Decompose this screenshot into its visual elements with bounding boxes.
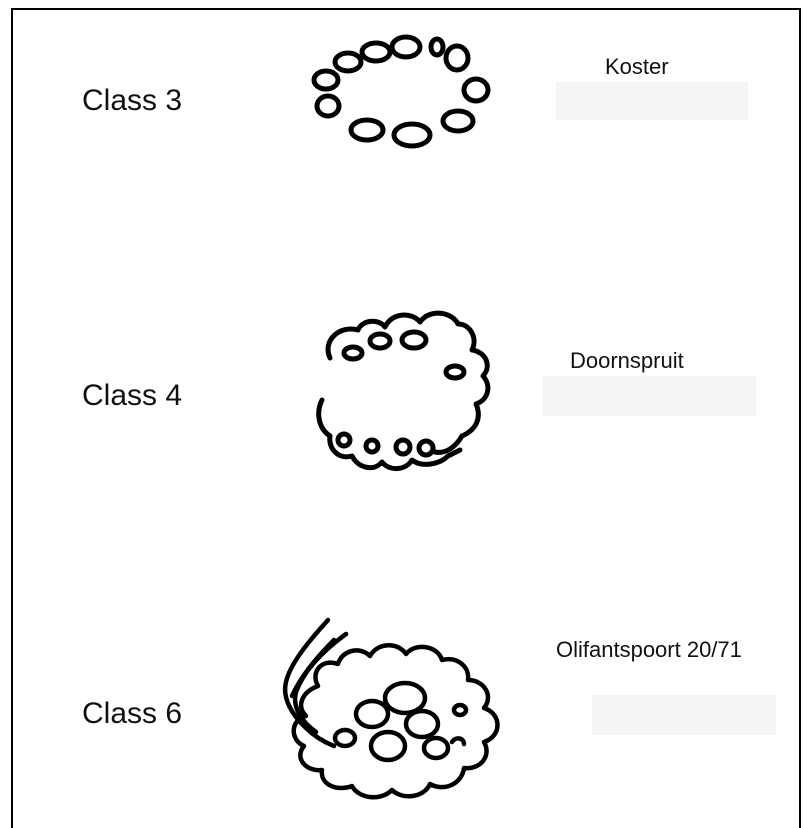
class-6-label: Class 6 — [82, 697, 183, 730]
class-3-label: Class 3 — [82, 84, 183, 117]
koster-blank-box — [556, 82, 748, 120]
olifantspoort-label: Olifantspoort 20/71 — [556, 637, 742, 662]
oval-ring-of-beads-icon — [311, 34, 491, 149]
figure-frame — [11, 8, 801, 828]
doornspruit-blank-box — [542, 376, 756, 416]
scalloped-cluster-with-tail-icon — [282, 617, 500, 800]
curly-ring-icon — [316, 310, 491, 471]
koster-label: Koster — [605, 54, 669, 79]
class-4-label: Class 4 — [82, 379, 183, 412]
olifantspoort-blank-box — [592, 695, 776, 735]
doornspruit-label: Doornspruit — [570, 348, 684, 373]
